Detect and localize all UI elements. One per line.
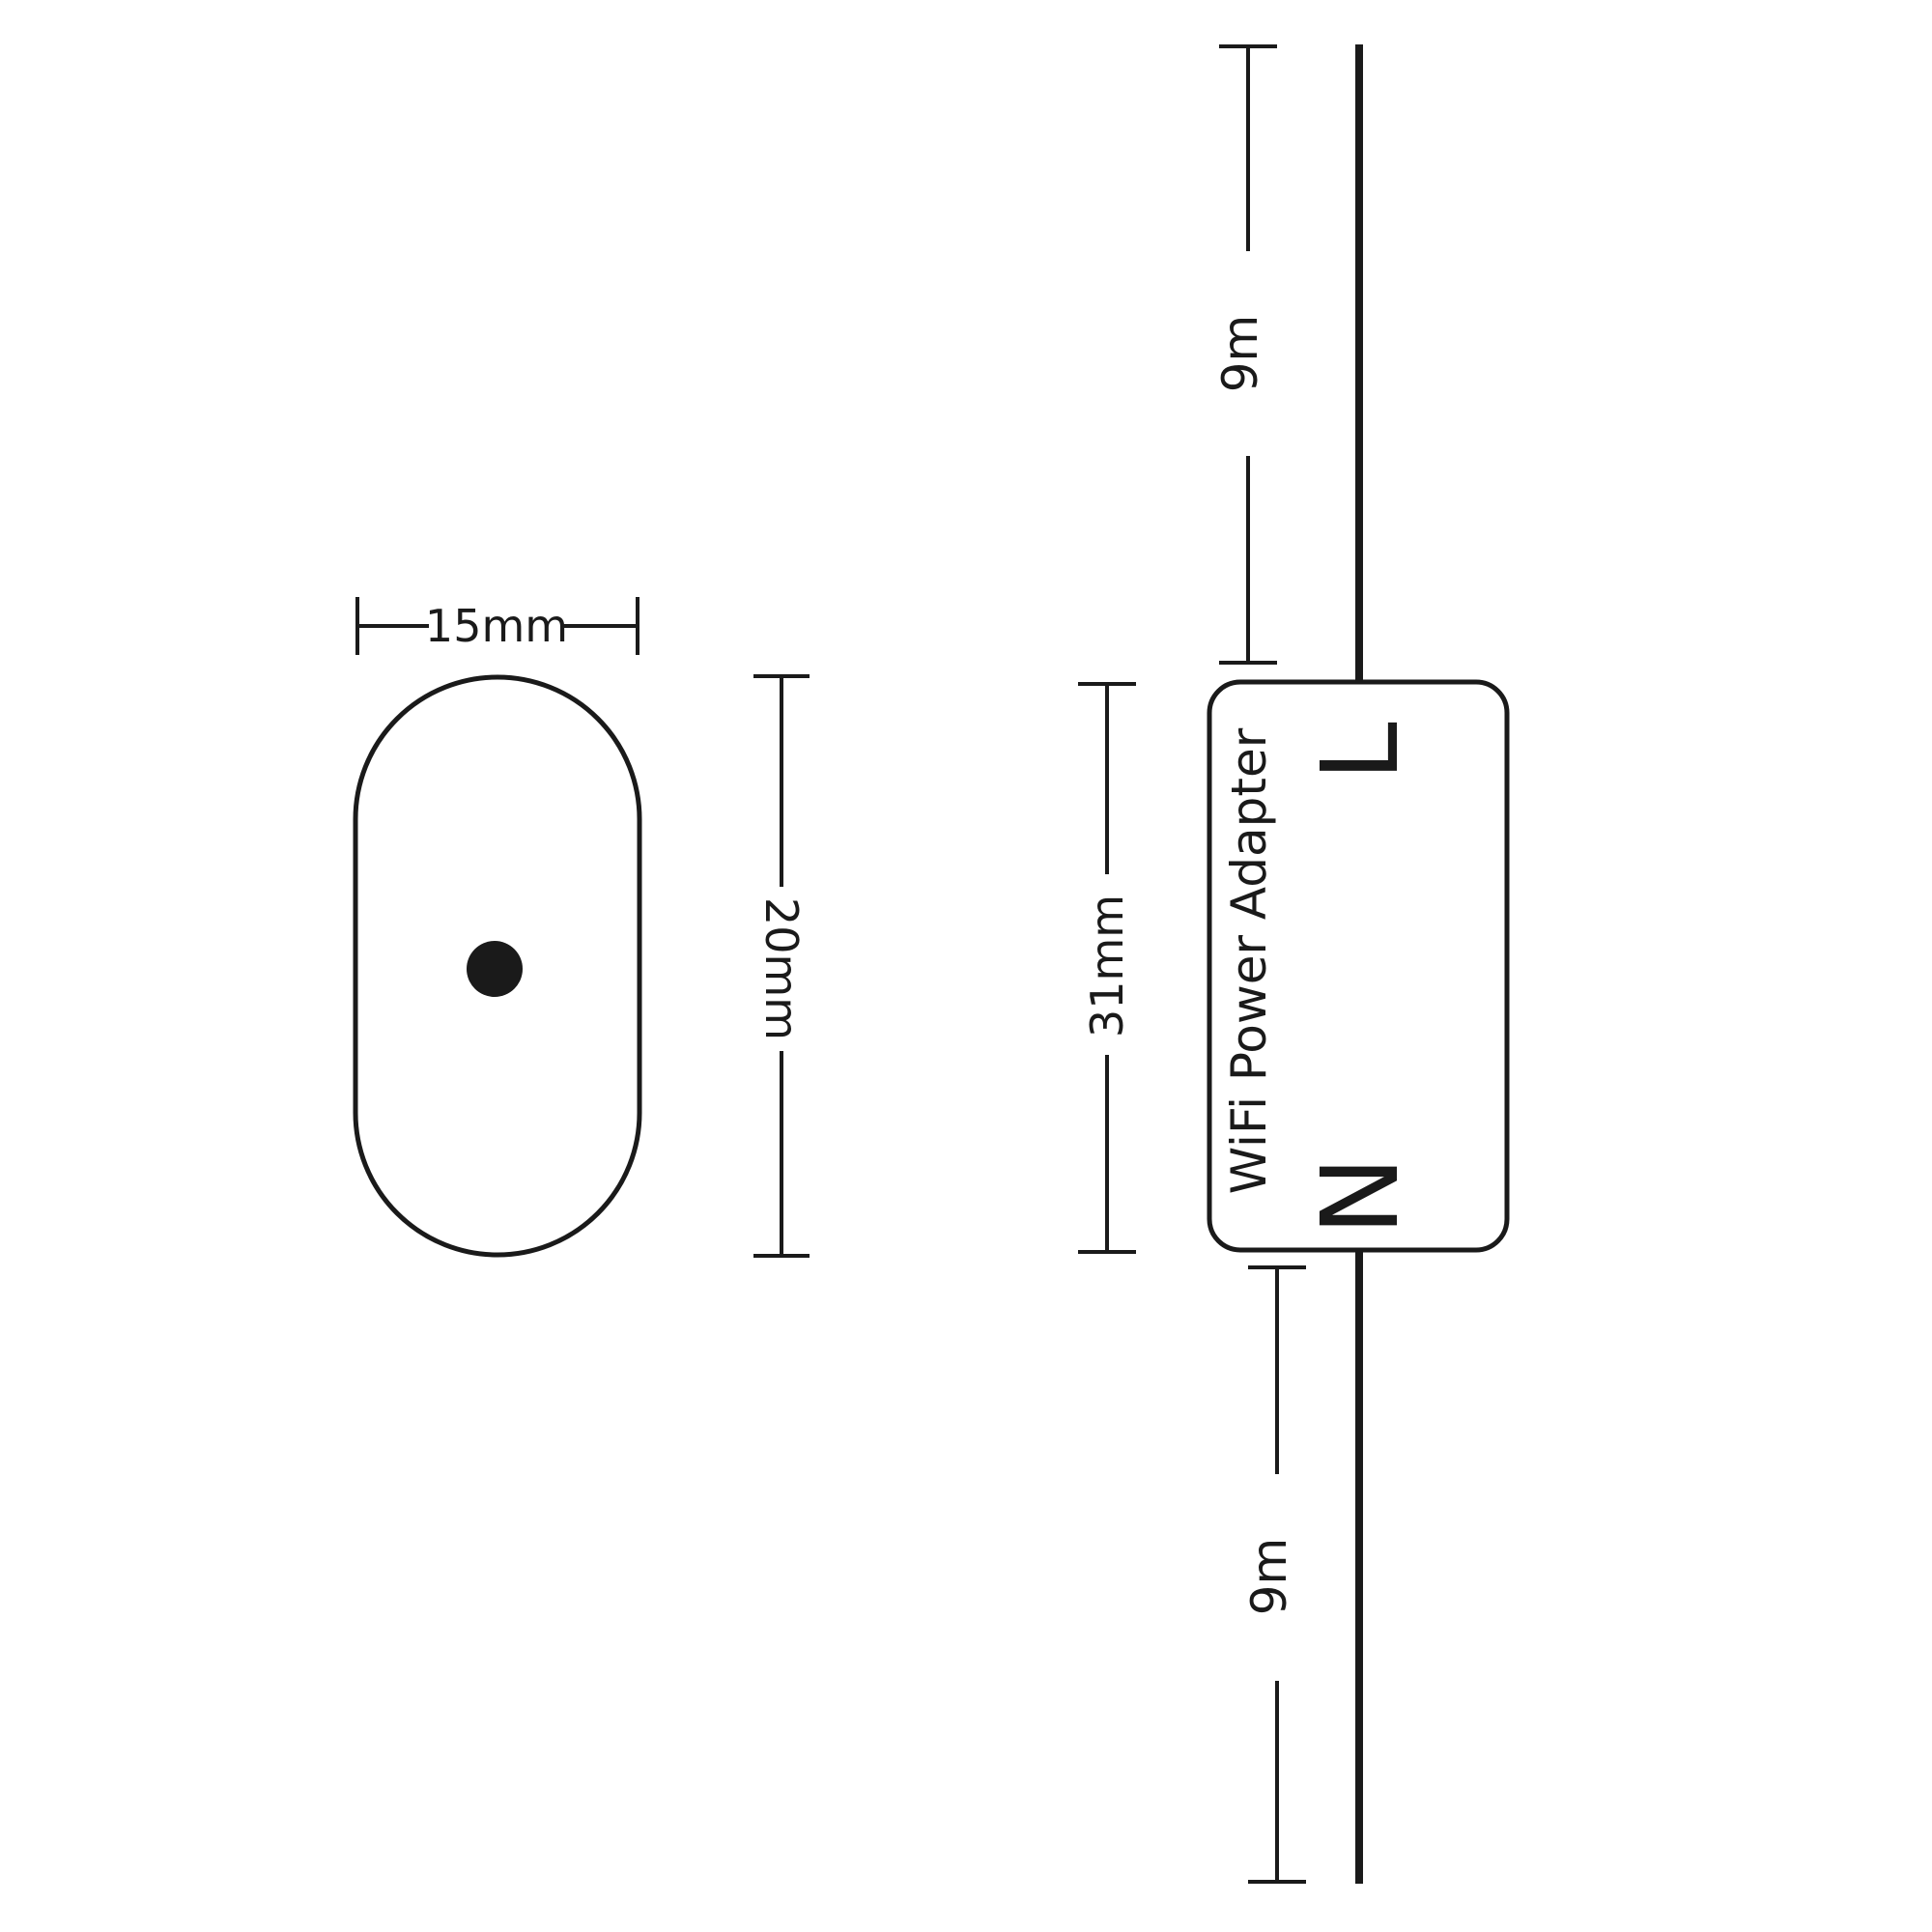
cable-bottom-dimension [1248,1265,1306,1884]
sensor-led-dot [467,941,523,997]
sensor-unit [353,674,642,1258]
cable-top-length-label: 9m [1212,315,1268,393]
adapter-height-label: 31mm [1081,895,1133,1037]
width-dimension [355,597,639,655]
terminal-neutral-label: N [1298,1156,1422,1236]
sensor-height-label: 20mm [755,897,808,1040]
wifi-power-adapter: WiFi Power Adapter L N [1207,679,1510,1253]
cable-top-dimension [1219,44,1277,665]
sensor-capsule-outline [353,674,642,1258]
terminal-live-label: L [1298,722,1422,781]
width-dim-label: 15mm [425,600,568,652]
cable-bottom-length-label: 9m [1241,1538,1297,1616]
adapter-height-dimension [1078,682,1136,1254]
sensor-height-dimension [753,674,810,1258]
adapter-body-outline [1207,679,1510,1253]
adapter-label: WiFi Power Adapter [1221,727,1277,1194]
